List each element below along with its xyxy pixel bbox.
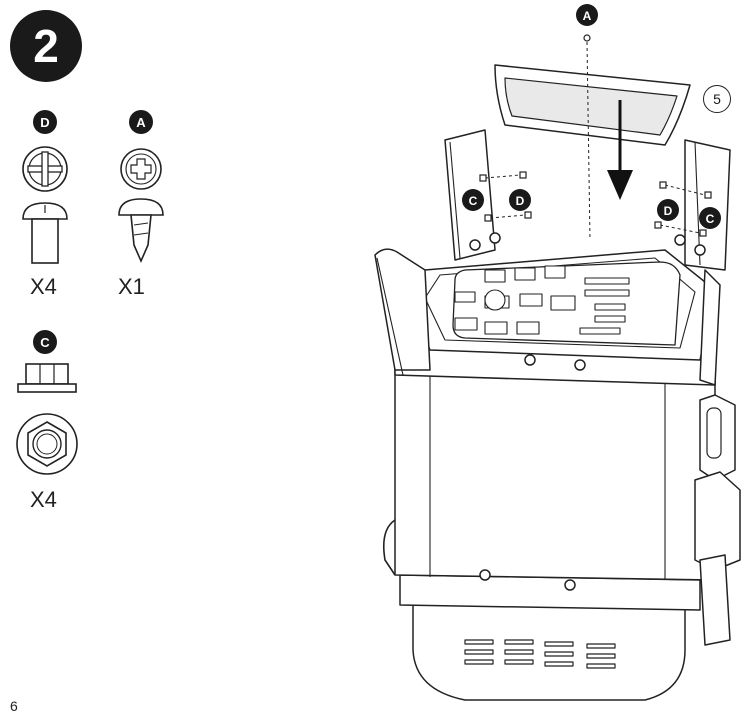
part-d-badge: D xyxy=(33,110,57,134)
diagram-labels: A C D D C xyxy=(462,4,721,229)
grate-vents xyxy=(454,265,630,335)
svg-text:D: D xyxy=(664,204,673,218)
page-number: 6 xyxy=(10,698,18,714)
diagram-label-a xyxy=(576,4,598,26)
hardware-screws xyxy=(479,34,712,237)
hex-nut-icon xyxy=(16,363,78,475)
middle-band xyxy=(399,574,701,611)
callout-number: 5 xyxy=(703,85,731,113)
assembly-diagram: A C D D C xyxy=(374,4,741,701)
part-a-badge: A xyxy=(129,110,153,134)
right-rear-post xyxy=(684,139,731,271)
svg-text:A: A xyxy=(583,9,592,23)
main-body xyxy=(394,369,716,581)
left-side-panel xyxy=(374,248,431,371)
svg-text:C: C xyxy=(469,194,478,208)
diagram-label-d-left xyxy=(509,189,531,211)
right-side-panel xyxy=(699,269,721,386)
part-d-quantity: X4 xyxy=(30,274,57,299)
step-number-badge: 2 xyxy=(10,10,82,82)
down-arrow-icon xyxy=(607,100,633,200)
base-vents xyxy=(464,639,616,669)
pan-head-screw-icon xyxy=(118,148,164,263)
part-c-quantity: X4 xyxy=(30,487,57,512)
svg-text:D: D xyxy=(516,194,525,208)
step-number: 2 xyxy=(33,20,59,72)
part-c-badge: C xyxy=(33,330,57,354)
part-a-quantity: X1 xyxy=(118,274,145,299)
truss-head-screw-icon xyxy=(22,146,68,264)
diagram-label-c-right xyxy=(699,207,721,229)
diagram-label-d-right xyxy=(657,199,679,221)
svg-text:C: C xyxy=(706,212,715,226)
side-bracket xyxy=(694,471,741,571)
diagram-label-c-left xyxy=(462,189,484,211)
